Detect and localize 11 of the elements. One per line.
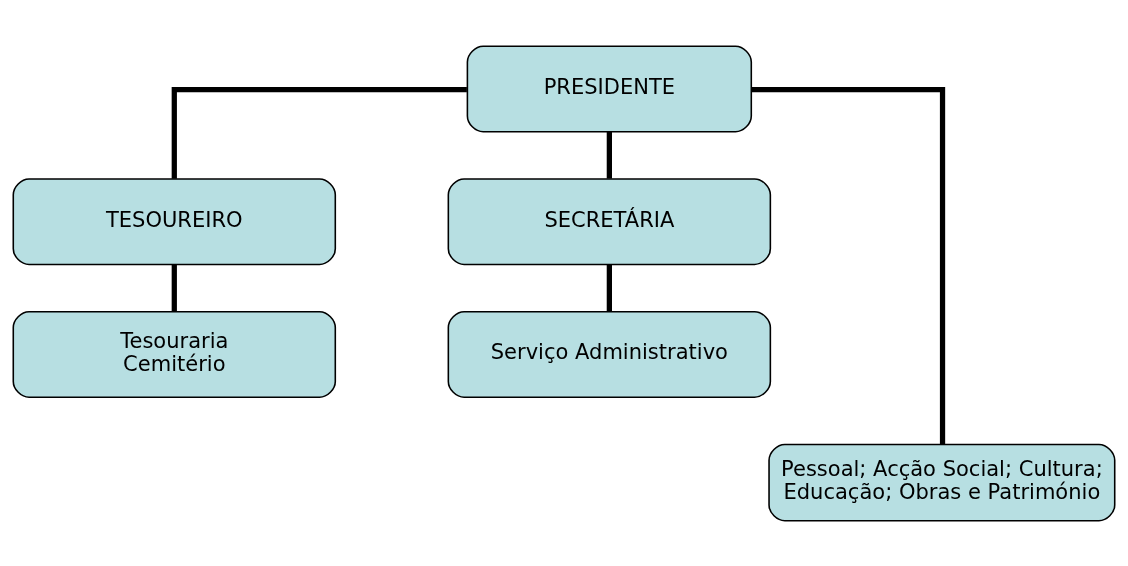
node-box: SECRETÁRIA xyxy=(447,177,772,265)
node-box: Pessoal; Acção Social; Cultura; Educação; Obras e Património xyxy=(768,443,1116,522)
node-box: Serviço Administrativo xyxy=(447,310,772,398)
node-box: Tesouraria Cemitério xyxy=(12,310,337,398)
node-box: PRESIDENTE xyxy=(466,44,753,132)
node-box: TESOUREIRO xyxy=(12,177,337,265)
connector xyxy=(606,131,612,179)
connector xyxy=(606,263,612,311)
connector xyxy=(171,86,467,179)
connector xyxy=(751,86,946,444)
connector xyxy=(171,263,177,311)
